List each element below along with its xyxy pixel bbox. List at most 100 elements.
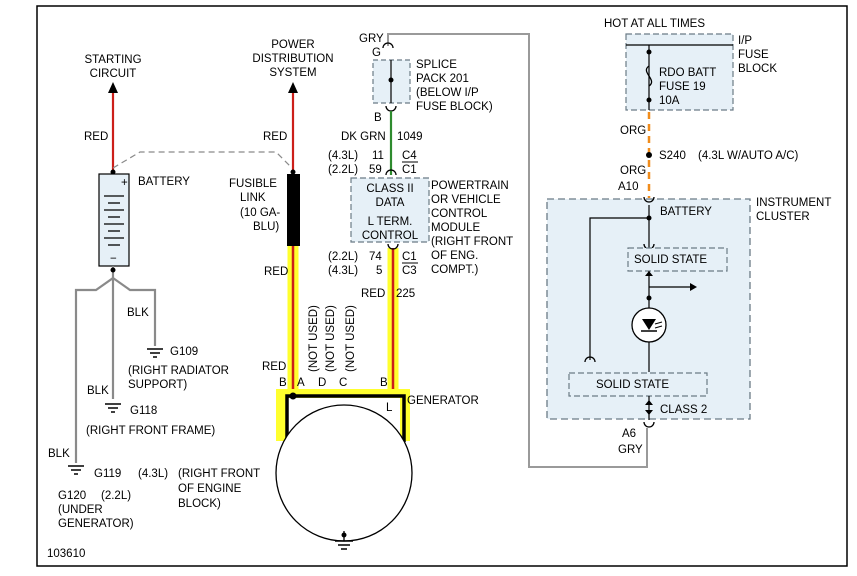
battery-terminal-dot xyxy=(110,169,116,175)
pcm-label-line-7: COMPT.) xyxy=(431,264,478,276)
starting-circuit-line-1: STARTING xyxy=(84,54,141,66)
fuse-label-line-1: RDO BATT xyxy=(659,67,716,79)
battery-plus-sign: + xyxy=(121,177,128,189)
power-distribution-line-2: DISTRIBUTION xyxy=(252,53,333,65)
g109-note-line-1: (RIGHT RADIATOR xyxy=(128,365,229,377)
solid-state-bottom xyxy=(568,372,708,397)
fusible-link-line-2: LINK xyxy=(240,192,266,204)
pin-b-left: B xyxy=(279,377,287,389)
org-upper-label: ORG xyxy=(620,125,646,137)
starting-circuit-label: STARTING CIRCUIT xyxy=(84,54,141,80)
class-2-label: CLASS 2 xyxy=(660,404,707,416)
circuit-225-label: 225 xyxy=(396,288,415,300)
s240-dot xyxy=(646,152,652,158)
pcm-c3-lower: C3 xyxy=(402,265,417,277)
solid-state-top-label: SOLID STATE xyxy=(634,254,707,266)
pcm-box-line-4: CONTROL xyxy=(362,230,419,242)
splice-dot xyxy=(388,77,394,83)
splice-pack-line-4: FUSE BLOCK) xyxy=(416,101,493,113)
fusible-link-line-4: BLU) xyxy=(253,221,279,233)
instrument-cluster-line-1: INSTRUMENT xyxy=(756,197,831,209)
pcm-c1-lower: C1 xyxy=(402,251,417,263)
pcm-label-line-4: MODULE xyxy=(431,222,481,234)
solid-state-bottom-input xyxy=(584,356,596,363)
generator-internal-wiring xyxy=(285,394,406,442)
starting-circuit-arrow-icon xyxy=(108,82,118,93)
a10-label: A10 xyxy=(618,181,638,193)
ground-g109-icon xyxy=(147,348,163,358)
pcm-43-connector: C4 xyxy=(402,150,417,162)
fuse-19-icon xyxy=(645,65,653,87)
splice-bottom-connector xyxy=(385,105,397,112)
diagram-frame xyxy=(36,5,848,567)
pcm-box-line-1: CLASS II xyxy=(366,183,413,195)
power-distribution-line-3: SYSTEM xyxy=(269,67,316,79)
ground-blk-label-2: BLK xyxy=(87,385,109,397)
pcm-43-pin-number: 11 xyxy=(372,150,384,162)
fusible-link-junction-dot xyxy=(290,169,296,175)
pcm-bottom-connector xyxy=(387,243,399,250)
solid-state-top xyxy=(627,247,728,272)
power-distribution-label: POWER DISTRIBUTION SYSTEM xyxy=(252,39,333,79)
generator-b-red-label: RED xyxy=(264,266,288,278)
g120-note-line-1: (UNDER xyxy=(58,504,103,516)
not-used-label-c: (NOT USED) xyxy=(345,305,357,372)
pin-a: A xyxy=(297,377,305,389)
pcm-22-pin-number: 59 xyxy=(369,164,382,176)
charge-indicator-diode xyxy=(642,319,656,330)
splice-b-pin: B xyxy=(374,112,382,124)
battery-label: BATTERY xyxy=(138,176,190,188)
pcm-pin-5: 5 xyxy=(376,265,382,277)
pcm-label-line-6: OF ENG. xyxy=(431,250,478,262)
g119-engine: (4.3L) xyxy=(138,468,168,480)
cluster-internal-wire xyxy=(589,217,649,360)
pin-d: D xyxy=(318,377,326,389)
fuse-block-label-3: BLOCK xyxy=(738,63,777,75)
pin-b-right: B xyxy=(380,377,388,389)
splice-pack-line-2: PACK 201 xyxy=(416,73,469,85)
pcm-class2-box xyxy=(350,177,430,243)
red-225-label: RED xyxy=(361,288,385,300)
fusible-link-red-label: RED xyxy=(263,131,287,143)
charge-indicator-ray-1 xyxy=(654,321,663,325)
indicator-dot xyxy=(646,295,652,301)
splice-g-pin: G xyxy=(372,47,381,59)
org-lower-label: ORG xyxy=(620,165,646,177)
starting-circuit-line-2: CIRCUIT xyxy=(90,68,137,80)
g109-note-line-2: SUPPORT) xyxy=(128,379,187,391)
fuse-block-label-2: FUSE xyxy=(738,49,769,61)
pcm-label-line-1: POWERTRAIN xyxy=(431,180,509,192)
cluster-a10-connector xyxy=(643,196,655,203)
dk-grn-label: DK GRN xyxy=(341,131,386,143)
pcm-pin-74: 74 xyxy=(369,251,382,263)
instrument-cluster-line-2: CLUSTER xyxy=(756,211,810,223)
pin-l: L xyxy=(386,402,393,414)
pcm-43-lower-label: (4.3L) xyxy=(328,265,358,277)
fuse-top-dot xyxy=(646,49,652,55)
g119-note-line-2: OF ENGINE xyxy=(178,483,242,495)
pcm-label-line-3: CONTROL xyxy=(431,208,488,220)
pcm-label-line-2: OR VEHICLE xyxy=(431,194,501,206)
a6-label: A6 xyxy=(622,428,636,440)
g109-label: G109 xyxy=(170,346,198,358)
not-used-label-a: (NOT USED) xyxy=(308,305,320,372)
g120-label: G120 xyxy=(58,490,86,502)
pcm-top-connector xyxy=(385,169,397,176)
ground-g119-icon xyxy=(68,465,84,475)
cluster-battery-dot xyxy=(646,215,652,221)
indicator-branch-arrow-icon xyxy=(690,283,697,291)
g120-note-line-2: GENERATOR) xyxy=(58,518,134,530)
pin-c: C xyxy=(339,377,347,389)
splice-top-connector xyxy=(382,42,394,49)
g119-label: G119 xyxy=(94,468,121,480)
figure-id: 103610 xyxy=(47,548,85,560)
generator-b-red-label-lower: RED xyxy=(262,361,286,373)
indicator-up-arrow-icon xyxy=(645,271,653,276)
pcm-label-line-5: (RIGHT FRONT xyxy=(431,236,513,248)
ip-fuse-block xyxy=(625,33,734,111)
pcm-box-line-3: L TERM. xyxy=(368,216,413,228)
hot-at-all-times: HOT AT ALL TIMES xyxy=(604,18,705,30)
fusible-link-body xyxy=(287,174,300,246)
ground-junction-dot xyxy=(110,267,116,273)
